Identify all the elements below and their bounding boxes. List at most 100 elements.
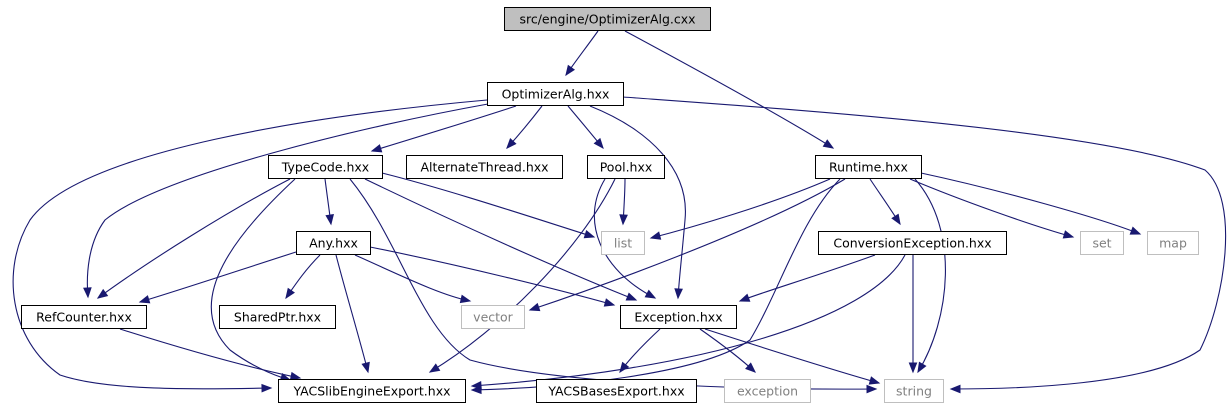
arrowhead-icon bbox=[917, 361, 927, 374]
arrowhead-icon bbox=[565, 64, 576, 77]
edge-line bbox=[914, 178, 946, 373]
node-box bbox=[406, 155, 563, 179]
edge-runtime-hxx-to-set bbox=[909, 178, 1075, 239]
arrowhead-icon bbox=[138, 295, 151, 304]
node-box bbox=[815, 155, 922, 179]
edge-line bbox=[593, 178, 656, 299]
node-box bbox=[724, 379, 811, 403]
node-box bbox=[884, 379, 944, 403]
edge-pool-hxx-to-exception-hxx bbox=[593, 178, 657, 299]
edge-exception-hxx-to-exception bbox=[699, 328, 756, 373]
node-optimizeralg-hxx[interactable]: OptimizerAlg.hxx bbox=[487, 82, 624, 106]
edge-line bbox=[349, 178, 877, 390]
edge-runtime-hxx-to-conversionexception-hxx bbox=[869, 178, 901, 226]
arrowhead-icon bbox=[738, 293, 751, 302]
node-string: string bbox=[884, 379, 944, 403]
arrowhead-icon bbox=[459, 294, 472, 304]
node-label: RefCounter.hxx bbox=[36, 310, 132, 325]
arrowhead-icon bbox=[649, 231, 662, 240]
node-box bbox=[461, 305, 525, 329]
edge-any-hxx-to-sharedptr-hxx bbox=[285, 254, 321, 300]
edge-line bbox=[429, 178, 616, 373]
arrowhead-icon bbox=[619, 214, 628, 226]
node-box bbox=[21, 305, 147, 329]
node-label: Exception.hxx bbox=[634, 310, 722, 325]
arrowhead-icon bbox=[745, 362, 756, 373]
node-label: set bbox=[1092, 236, 1111, 251]
edge-pool-hxx-to-yacslibengineexport-hxx bbox=[428, 178, 616, 373]
edge-line bbox=[529, 178, 846, 311]
edge-typecode-hxx-to-any-hxx bbox=[324, 178, 334, 226]
node-label: list bbox=[614, 236, 632, 251]
node-yacslibengineexport-hxx[interactable]: YACSlibEngineExport.hxx bbox=[278, 379, 466, 403]
edge-any-hxx-to-refcounter-hxx bbox=[138, 251, 297, 304]
edge-any-hxx-to-yacslibengineexport-hxx bbox=[335, 254, 370, 374]
node-optimizeralg-cxx[interactable]: src/engine/OptimizerAlg.cxx bbox=[504, 7, 711, 31]
node-refcounter-hxx[interactable]: RefCounter.hxx bbox=[21, 305, 147, 329]
arrowhead-icon bbox=[370, 144, 383, 153]
node-label: map bbox=[1159, 236, 1187, 251]
arrowhead-icon bbox=[866, 384, 878, 394]
arrowhead-icon bbox=[285, 287, 295, 300]
node-box bbox=[296, 231, 371, 255]
arrowhead-icon bbox=[949, 384, 961, 394]
node-label: exception bbox=[737, 384, 798, 399]
arrowhead-icon bbox=[583, 229, 596, 239]
edge-line bbox=[369, 246, 615, 306]
node-alternatethread-hxx[interactable]: AlternateThread.hxx bbox=[406, 155, 563, 179]
edge-line bbox=[335, 254, 369, 373]
node-any-hxx[interactable]: Any.hxx bbox=[296, 231, 371, 255]
edge-exception-hxx-to-yacsbasesexport-hxx bbox=[619, 328, 661, 374]
node-label: Pool.hxx bbox=[600, 160, 653, 175]
edge-typecode-hxx-to-exception-hxx bbox=[364, 178, 638, 301]
node-exception-hxx[interactable]: Exception.hxx bbox=[620, 305, 737, 329]
node-typecode-hxx[interactable]: TypeCode.hxx bbox=[268, 155, 383, 179]
arrowhead-icon bbox=[528, 302, 541, 312]
edge-line bbox=[589, 105, 686, 299]
node-sharedptr-hxx[interactable]: SharedPtr.hxx bbox=[219, 305, 336, 329]
nodes-layer: src/engine/OptimizerAlg.cxxOptimizerAlg.… bbox=[21, 7, 1199, 403]
edge-line bbox=[371, 105, 517, 152]
edge-optimizeralg-hxx-to-refcounter-hxx bbox=[83, 103, 489, 299]
edge-optimizeralg-hxx-to-string bbox=[622, 96, 1227, 394]
arrowhead-icon bbox=[83, 287, 92, 299]
edge-line bbox=[119, 328, 301, 379]
node-label: YACSlibEngineExport.hxx bbox=[293, 384, 451, 399]
edge-runtime-hxx-to-list bbox=[649, 178, 831, 240]
node-conversionexception-hxx[interactable]: ConversionException.hxx bbox=[818, 231, 1007, 255]
node-label: ConversionException.hxx bbox=[833, 236, 991, 251]
node-box bbox=[536, 379, 697, 403]
node-list: list bbox=[601, 231, 645, 255]
arrowhead-icon bbox=[289, 371, 302, 381]
node-runtime-hxx[interactable]: Runtime.hxx bbox=[815, 155, 922, 179]
edge-line bbox=[624, 30, 834, 149]
node-box bbox=[504, 7, 711, 31]
edge-line bbox=[86, 103, 489, 298]
edge-conversionexception-hxx-to-yacslibengineexport-hxx bbox=[470, 254, 906, 390]
arrowhead-icon bbox=[908, 362, 918, 374]
edge-runtime-hxx-to-vector bbox=[528, 178, 846, 312]
arrowhead-icon bbox=[470, 380, 482, 390]
node-label: TypeCode.hxx bbox=[281, 160, 369, 175]
edge-line bbox=[704, 328, 880, 384]
edge-line bbox=[364, 178, 637, 301]
arrowhead-icon bbox=[625, 292, 638, 301]
edge-typecode-hxx-to-string bbox=[349, 178, 878, 394]
node-pool-hxx[interactable]: Pool.hxx bbox=[587, 155, 665, 179]
edge-line bbox=[739, 254, 876, 302]
edge-runtime-hxx-to-map bbox=[920, 172, 1142, 235]
node-box bbox=[587, 155, 665, 179]
node-map: map bbox=[1147, 231, 1199, 255]
edge-line bbox=[699, 328, 756, 373]
edge-optimizeralg-hxx-to-alternatethread-hxx bbox=[506, 105, 543, 150]
node-label: string bbox=[896, 384, 932, 399]
node-yacsbasesexport-hxx[interactable]: YACSBasesExport.hxx bbox=[536, 379, 697, 403]
edge-pool-hxx-to-list bbox=[619, 178, 628, 226]
node-label: Any.hxx bbox=[309, 236, 358, 251]
node-box bbox=[1147, 231, 1199, 255]
edge-optimizeralg-cxx-to-runtime-hxx bbox=[624, 30, 835, 149]
edge-optimizeralg-hxx-to-yacslibengineexport-hxx bbox=[12, 99, 488, 393]
edge-conversionexception-hxx-to-exception-hxx bbox=[738, 254, 876, 302]
edge-line bbox=[920, 172, 1141, 235]
